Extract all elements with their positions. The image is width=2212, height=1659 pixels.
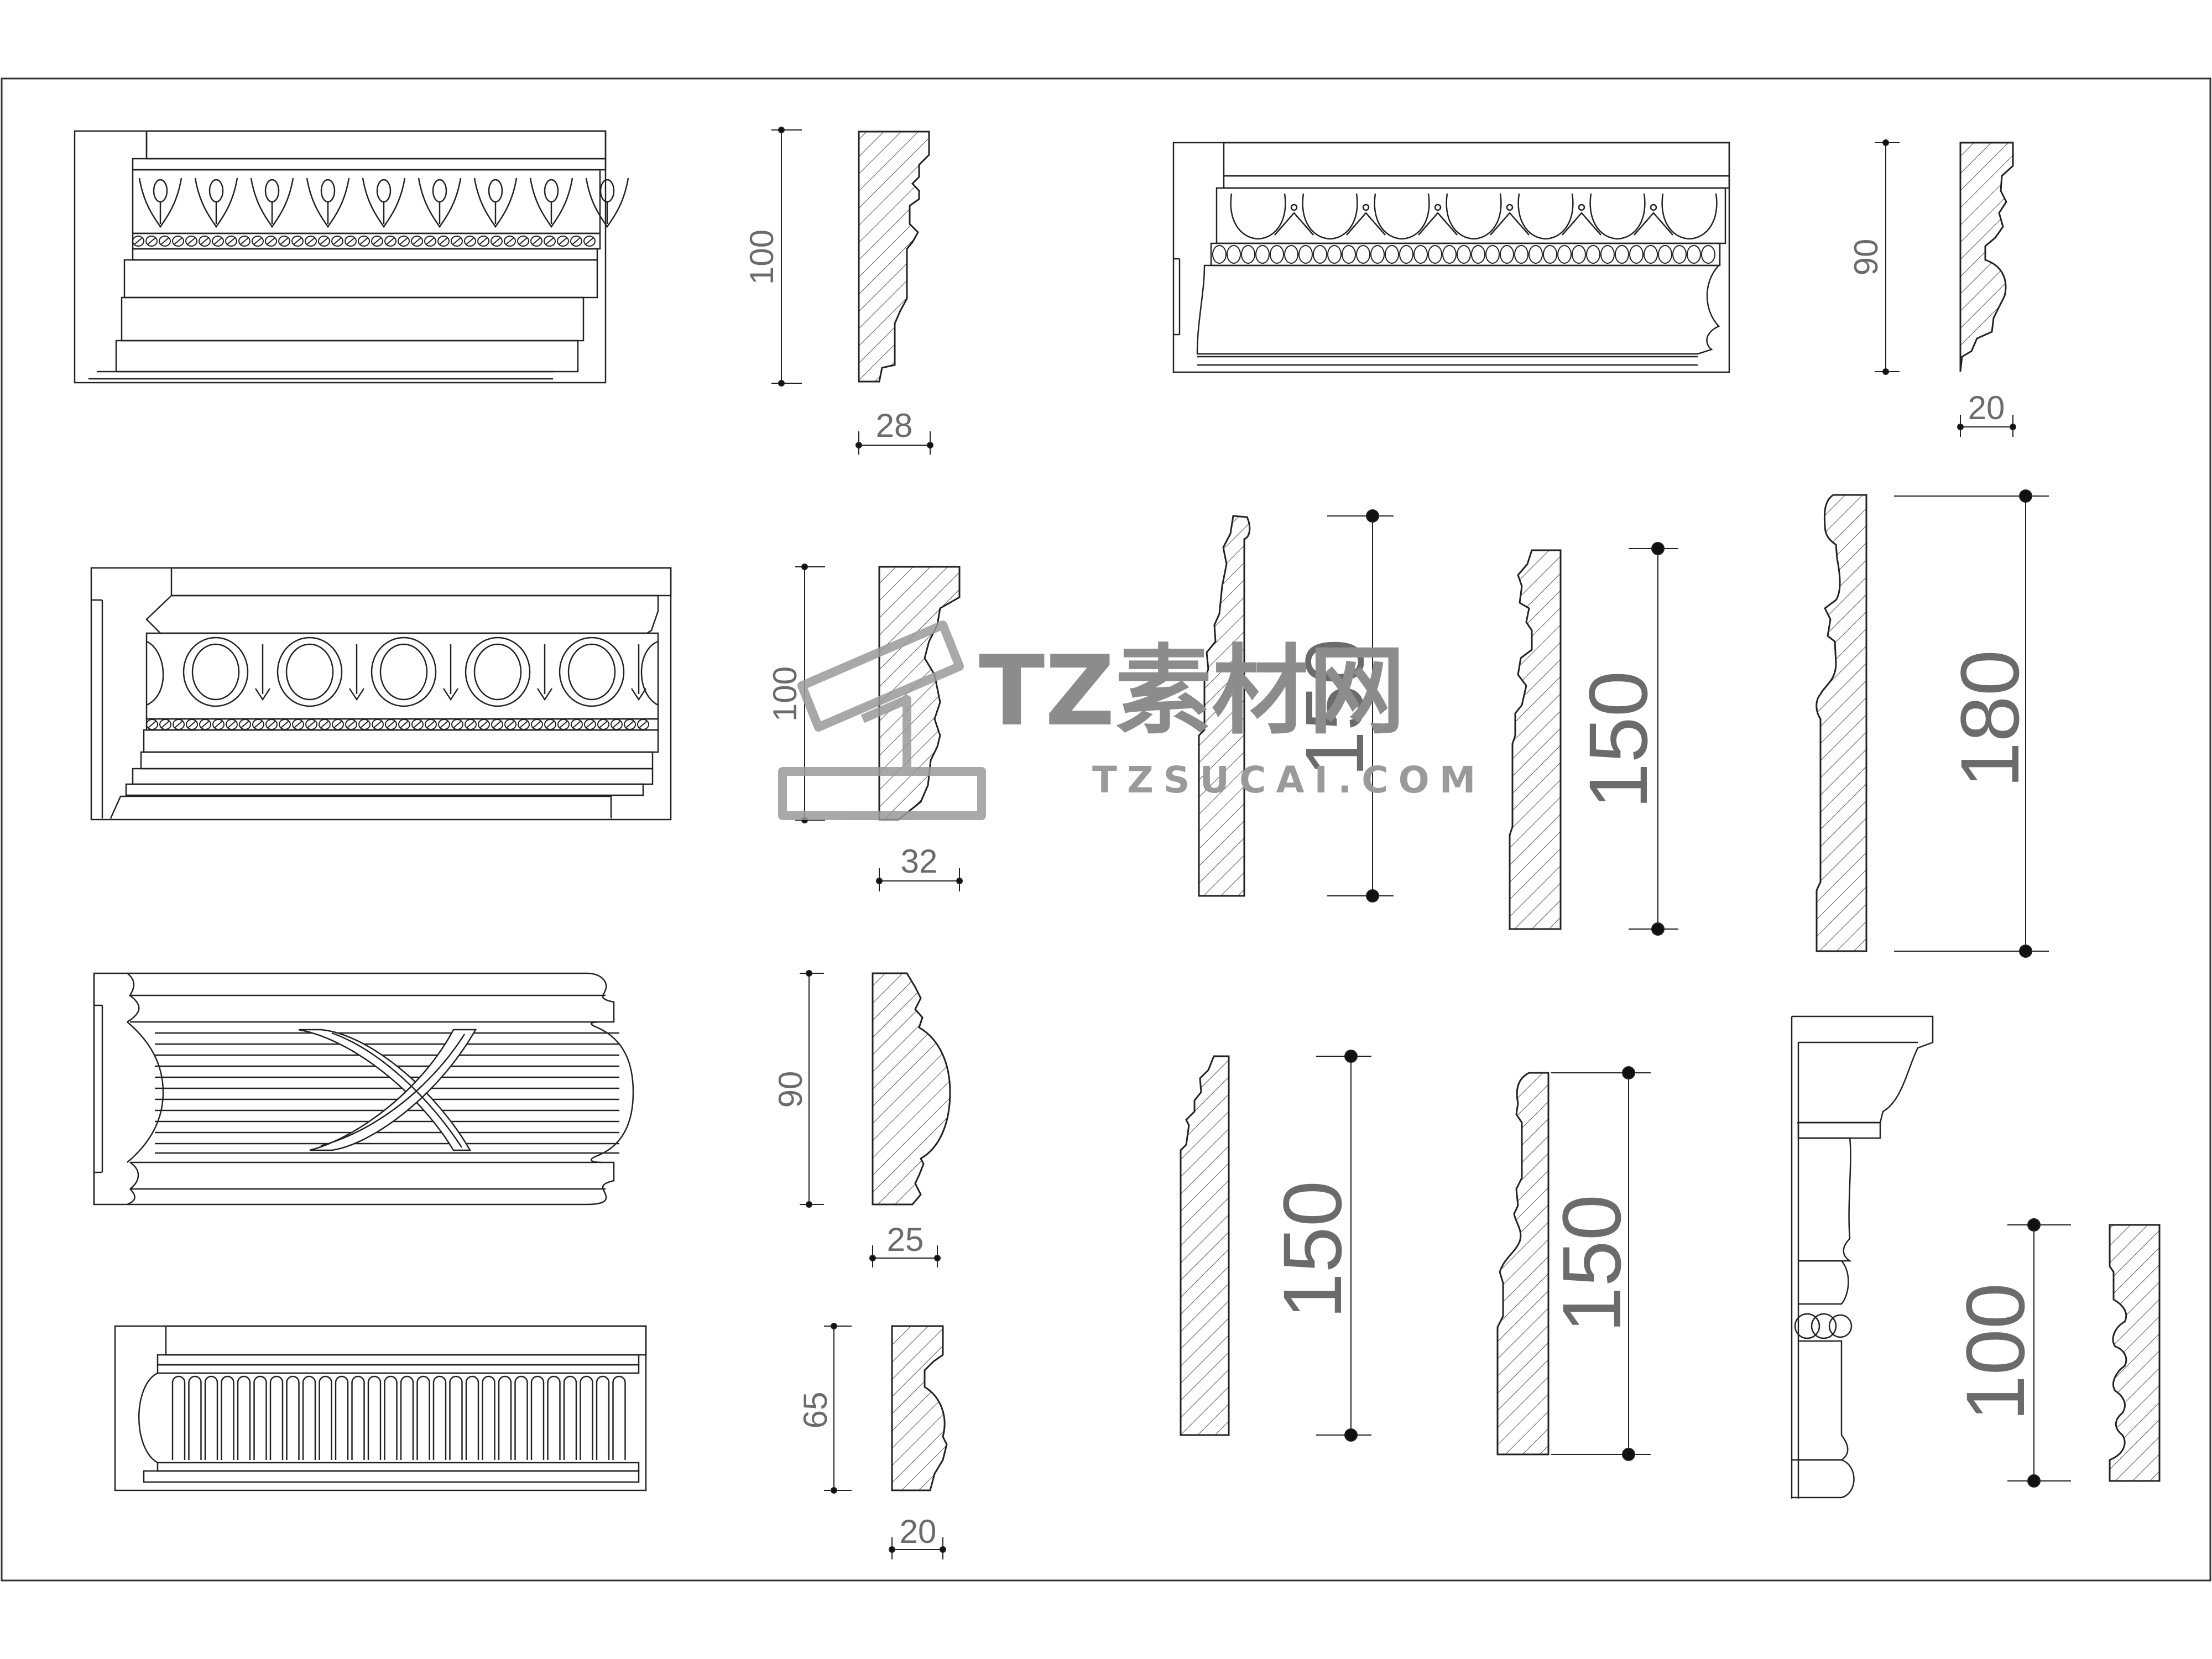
rope-ornament-row (132, 236, 596, 247)
profile-section-7 (1509, 549, 1562, 930)
dimension-height-11 (2007, 1218, 2071, 1488)
bead-ornament-row (1212, 245, 1715, 264)
dimension-width-5 (1957, 415, 2016, 437)
dimension-label-height-5: 90 (1848, 239, 1885, 276)
dimension-label-height-6: 150 (1288, 639, 1381, 777)
dimension-height-5 (1875, 139, 1900, 375)
dimension-label-height-8: 180 (1943, 650, 2036, 788)
dimension-label-height-11: 100 (1949, 1283, 2042, 1421)
profile-section-3 (872, 972, 951, 1206)
profile-section-5 (1959, 142, 2014, 372)
crossed-ribbon-ornament (298, 1029, 477, 1151)
leaf-ornament-row (138, 178, 629, 228)
dimension-label-height-4: 65 (797, 1392, 834, 1429)
dimension-label-width-1: 28 (876, 407, 913, 444)
dimension-height-7 (1629, 542, 1678, 936)
rope-ornament-row (146, 719, 649, 730)
profile-section-8 (1815, 494, 1867, 952)
profile-section-4 (891, 1325, 948, 1491)
dimension-label-width-2: 32 (901, 843, 938, 880)
dimension-label-width-4: 20 (900, 1513, 937, 1550)
profile-section-1 (858, 131, 930, 383)
dimension-width-2 (876, 868, 963, 891)
elevation-fluted (114, 1325, 647, 1491)
dimension-height-4 (824, 1323, 852, 1494)
dimension-height-1 (771, 127, 802, 387)
profile-section-11 (2109, 1224, 2161, 1482)
dimension-label-height-2: 100 (766, 666, 804, 722)
watermark-logo-icon (778, 620, 986, 820)
dimension-height-8 (1894, 489, 2049, 958)
elevation-column-capital (1791, 1015, 1934, 1499)
flute-row (171, 1375, 626, 1460)
elevation-egg-frieze (1172, 142, 1730, 373)
profile-section-6 (1198, 515, 1251, 897)
profile-section-9 (1180, 1055, 1230, 1436)
dimension-height-9 (1316, 1050, 1371, 1442)
dimension-label-height-3: 90 (772, 1071, 809, 1108)
dimension-height-6 (1327, 509, 1394, 902)
dimension-width-3 (869, 1245, 941, 1267)
dimension-label-height-7: 150 (1572, 671, 1665, 809)
watermark-title: TZ素材网 (979, 635, 1405, 748)
elevation-crossed-reed (93, 972, 634, 1206)
reed-lines (155, 1032, 619, 1154)
dimension-width-4 (889, 1537, 946, 1559)
elevation-cornice-1 (74, 130, 607, 384)
dimension-label-height-9: 150 (1266, 1181, 1359, 1319)
egg-ornament-row (146, 637, 659, 707)
dimension-label-width-5: 20 (1968, 389, 2005, 426)
profile-section-10 (1496, 1072, 1550, 1455)
dimension-height-10 (1551, 1066, 1651, 1461)
dimension-width-1 (855, 431, 933, 455)
dimension-label-height-10: 150 (1545, 1194, 1638, 1333)
drawing-frame (1, 77, 2211, 1582)
dimension-label-height-1: 100 (743, 229, 780, 285)
watermark-url: TZSUCAI.COM (1092, 759, 1485, 801)
egg-ornament-row (1230, 193, 1718, 240)
elevation-egg-and-dart (90, 567, 672, 821)
dimension-label-width-3: 25 (887, 1221, 924, 1258)
dimension-height-3 (800, 970, 824, 1208)
